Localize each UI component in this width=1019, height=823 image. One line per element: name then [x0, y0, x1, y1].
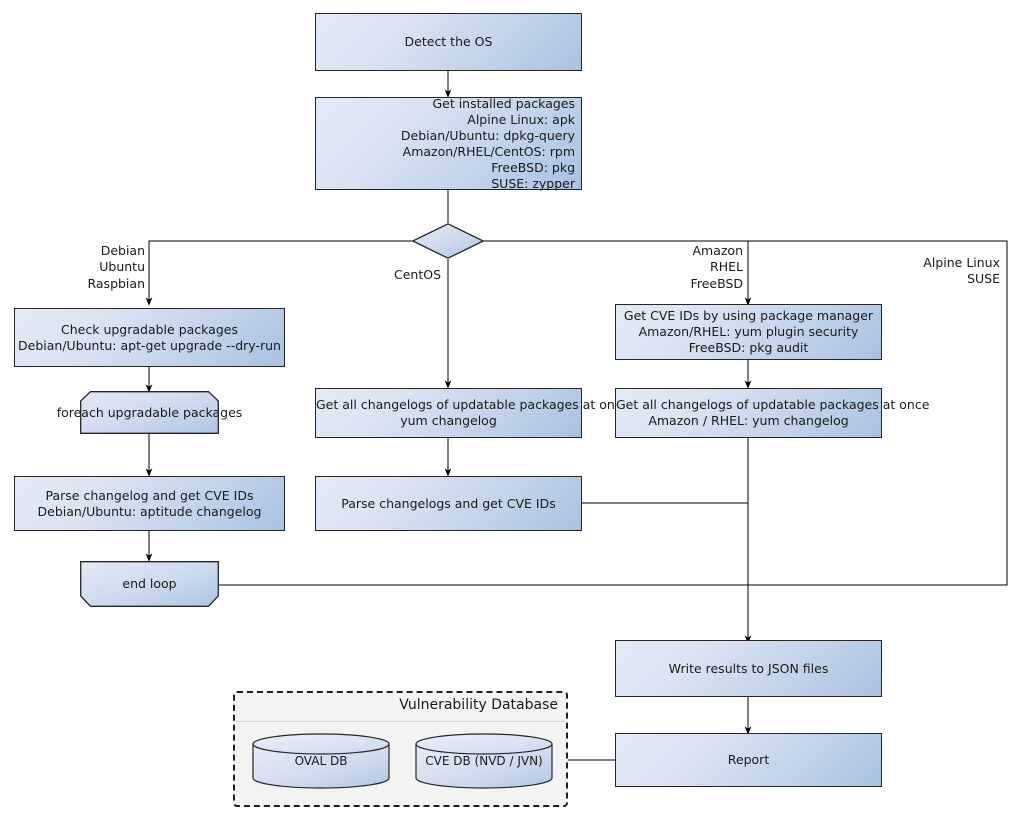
node-end-loop[interactable]: end loop [80, 561, 219, 607]
node-check-upgradable-text: Check upgradable packages Debian/Ubuntu:… [18, 321, 281, 353]
node-get-changelogs-rhel[interactable]: Get all changelogs of updatable packages… [615, 388, 930, 438]
group-vulnerability-database-title: Vulnerability Database [399, 697, 558, 713]
db-oval-label: OVAL DB [294, 754, 348, 768]
node-check-upgradable[interactable]: Check upgradable packages Debian/Ubuntu:… [14, 308, 285, 367]
node-end-loop-text: end loop [122, 576, 177, 591]
db-cve-label: CVE DB (NVD / JVN) [425, 754, 543, 768]
node-write-json-text: Write results to JSON files [668, 660, 829, 676]
group-vulnerability-database: Vulnerability Database O [233, 691, 568, 807]
node-parse-changelog-debian[interactable]: Parse changelog and get CVE IDs Debian/U… [14, 476, 285, 531]
edge-label-amazon-0: Amazon [692, 243, 743, 258]
edge-label-amazon: Amazon RHEL FreeBSD [630, 243, 743, 292]
edge-label-centos-0: CentOS [393, 267, 441, 282]
edge-label-debian-2: Raspbian [87, 275, 145, 291]
node-parse-changelog-debian-text: Parse changelog and get CVE IDs Debian/U… [37, 487, 262, 519]
node-detect-os[interactable]: Detect the OS [315, 13, 582, 71]
edge-label-alpine-1: SUSE [967, 271, 1000, 287]
node-get-changelogs-centos-text: Get all changelogs of updatable packages… [316, 397, 630, 428]
node-os-decision[interactable] [412, 223, 484, 259]
edge-label-alpine-0: Alpine Linux [923, 255, 1000, 270]
node-get-installed-packages[interactable]: Get installed packages Alpine Linux: apk… [315, 95, 582, 191]
node-get-cve-package-manager-text: Get CVE IDs by using package manager Ama… [623, 308, 874, 355]
db-oval[interactable]: OVAL DB [252, 733, 390, 789]
edge-label-centos: CentOS [330, 267, 441, 283]
node-get-installed-packages-text: Get installed packages Alpine Linux: apk… [400, 95, 575, 191]
node-get-cve-package-manager[interactable]: Get CVE IDs by using package manager Ama… [615, 304, 882, 360]
node-report-text: Report [727, 752, 770, 767]
edge-label-debian-0: Debian [100, 243, 145, 258]
edge-label-debian: Debian Ubuntu Raspbian [39, 243, 145, 292]
group-title-divider [235, 721, 566, 722]
db-cve[interactable]: CVE DB (NVD / JVN) [415, 733, 553, 789]
edge-label-amazon-2: FreeBSD [690, 275, 743, 291]
node-parse-changelogs-centos[interactable]: Parse changelogs and get CVE IDs [315, 476, 582, 531]
node-get-changelogs-rhel-text: Get all changelogs of updatable packages… [616, 397, 930, 428]
node-foreach-loop[interactable]: foreach upgradable packages [56, 391, 243, 434]
node-report[interactable]: Report [615, 733, 882, 787]
node-write-json[interactable]: Write results to JSON files [615, 640, 882, 697]
node-foreach-loop-text: foreach upgradable packages [56, 404, 243, 420]
edge-label-amazon-1: RHEL [710, 259, 743, 275]
edge-label-debian-1: Ubuntu [99, 259, 145, 275]
node-detect-os-text: Detect the OS [404, 34, 493, 49]
node-parse-changelogs-centos-text: Parse changelogs and get CVE IDs [341, 495, 556, 511]
node-get-changelogs-centos[interactable]: Get all changelogs of updatable packages… [315, 388, 630, 438]
edge-label-alpine: Alpine Linux SUSE [880, 255, 1000, 288]
